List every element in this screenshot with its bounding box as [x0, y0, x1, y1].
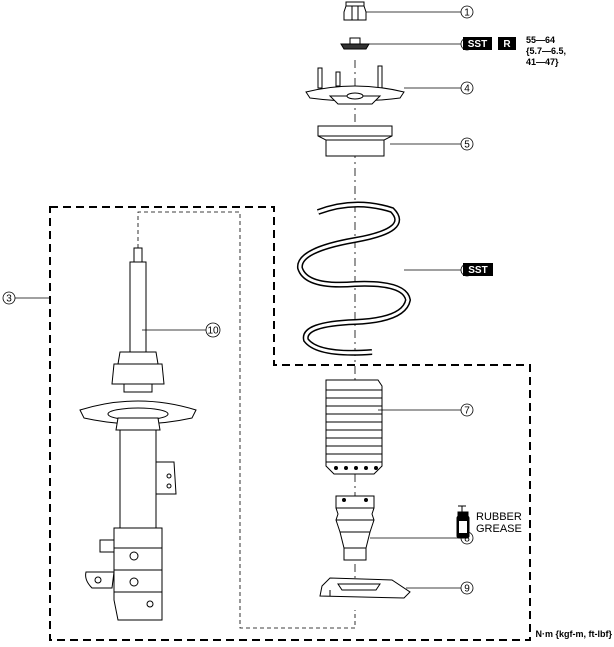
torque-line-1: 55—64 — [526, 35, 555, 45]
sst-badge-nut: SST — [463, 37, 492, 50]
torque-line-3: 41—47} — [526, 57, 559, 67]
flange-nut — [340, 37, 370, 50]
callout-9-label: 9 — [464, 584, 470, 595]
upper-spring-seat — [317, 125, 393, 157]
callout-10: 10 — [205, 322, 221, 338]
mounting-bracket — [305, 65, 405, 105]
lock-nut — [343, 1, 367, 21]
leader-lines — [14, 11, 461, 589]
lower-spring-insulator — [319, 577, 411, 599]
callout-5-label: 5 — [464, 140, 470, 151]
coil-spring-inner — [298, 202, 410, 355]
callout-1-label: 1 — [464, 8, 470, 19]
grease-line-2: GREASE — [476, 523, 522, 535]
sst-badge-spring-label: SST — [468, 265, 487, 276]
callout-9: 9 — [460, 581, 474, 595]
shock-absorber — [79, 247, 197, 621]
torque-line-2: {5.7—6.5, — [526, 46, 566, 56]
replace-badge: R — [498, 37, 516, 50]
inner-guide-line — [137, 211, 356, 629]
callout-3-label: 3 — [6, 294, 12, 305]
replace-badge-label: R — [503, 39, 511, 50]
callout-4: 4 — [460, 81, 474, 95]
callout-7: 7 — [460, 403, 474, 417]
callout-5: 5 — [460, 137, 474, 151]
callout-10-label: 10 — [207, 326, 219, 337]
callout-4-label: 4 — [464, 84, 470, 95]
grease-bottle-icon — [456, 505, 470, 539]
grease-line-1: RUBBER — [476, 511, 522, 523]
assembly-3-outline — [49, 206, 531, 641]
callout-7-label: 7 — [464, 406, 470, 417]
bound-stopper — [335, 495, 375, 561]
units-note: N·m {kgf-m, ft-lbf} — [536, 629, 613, 639]
sst-badge-nut-label: SST — [468, 39, 487, 50]
sst-badge-spring: SST — [463, 263, 493, 276]
dust-boot — [325, 379, 383, 475]
callout-3: 3 — [2, 291, 16, 305]
callout-8-label: 8 — [464, 534, 470, 545]
callout-1: 1 — [460, 5, 474, 19]
